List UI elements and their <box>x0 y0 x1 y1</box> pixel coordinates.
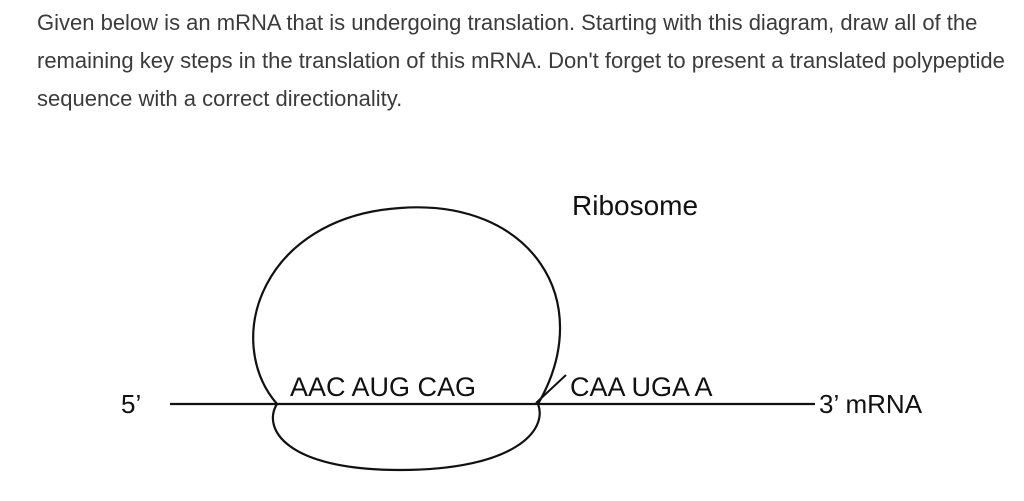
three-prime-mrna-label: 3’ mRNA <box>819 389 923 419</box>
ribosome-small-subunit <box>273 404 540 470</box>
ribosome-label: Ribosome <box>572 190 698 221</box>
five-prime-label: 5’ <box>121 389 141 419</box>
mrna-sequence-right: CAA UGA A <box>570 372 713 402</box>
mrna-sequence-left: AAC AUG CAG <box>290 372 476 402</box>
